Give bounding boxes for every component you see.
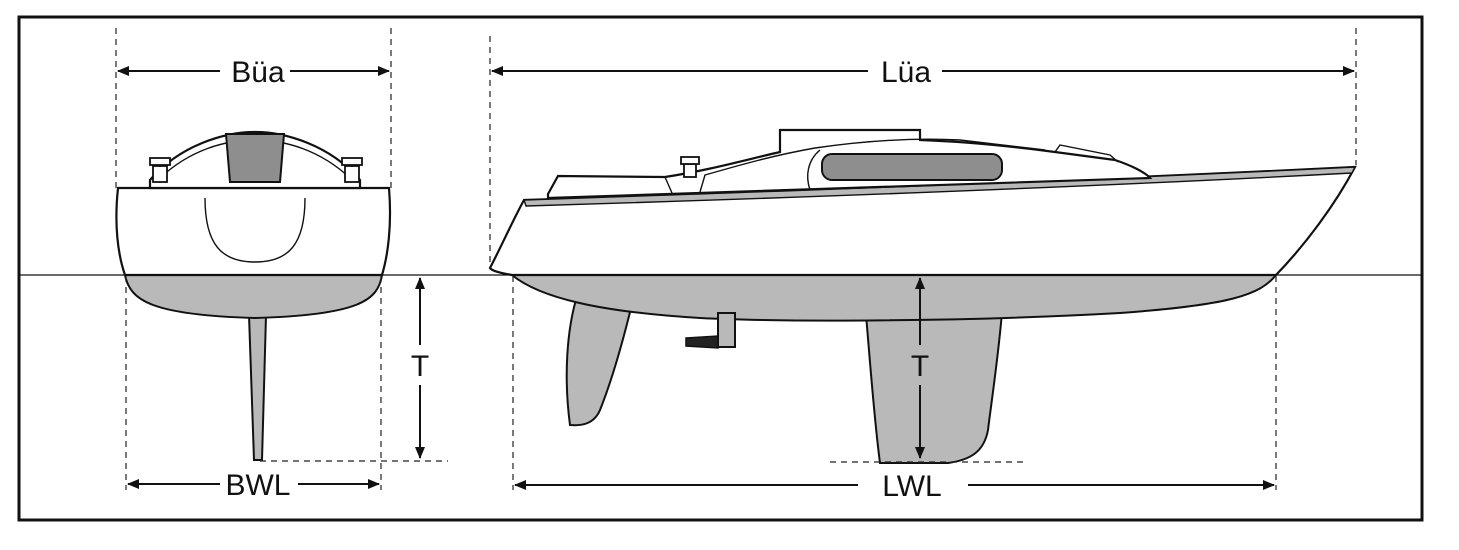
stern-transom-outline	[204, 197, 306, 263]
stern-underwater-hull	[123, 274, 384, 320]
foredeck-hatch	[1054, 144, 1119, 163]
rudder	[565, 291, 634, 427]
cockpit-coaming	[664, 176, 673, 194]
stern-winch-right	[344, 165, 360, 183]
beam-waterline-label: BWL	[225, 469, 290, 502]
side-winch	[683, 163, 697, 178]
propeller-shaft	[717, 312, 736, 348]
diagram-frame	[17, 15, 1424, 522]
beam-overall-label: Büa	[231, 56, 285, 89]
cabin-window	[821, 153, 1003, 181]
length-waterline-label: LWL	[882, 470, 941, 503]
stern-winch-left-top	[149, 157, 171, 166]
keel	[864, 310, 1004, 464]
cabin-side-line	[699, 138, 1046, 193]
side-draft-label: T	[911, 350, 929, 383]
stern-companionway	[224, 133, 286, 183]
stern-keel	[247, 314, 268, 461]
cabin-front	[807, 149, 821, 191]
length-overall-label: Lüa	[881, 56, 931, 89]
stern-winch-left	[152, 165, 168, 183]
stern-draft-label: T	[411, 350, 429, 383]
side-underwater-hull	[509, 274, 1279, 322]
stern-winch-right-top	[341, 157, 363, 166]
side-winch-top	[680, 156, 700, 165]
propeller	[685, 335, 719, 349]
side-view	[488, 128, 1357, 464]
stern-hull	[115, 186, 392, 277]
stern-view	[115, 130, 392, 461]
